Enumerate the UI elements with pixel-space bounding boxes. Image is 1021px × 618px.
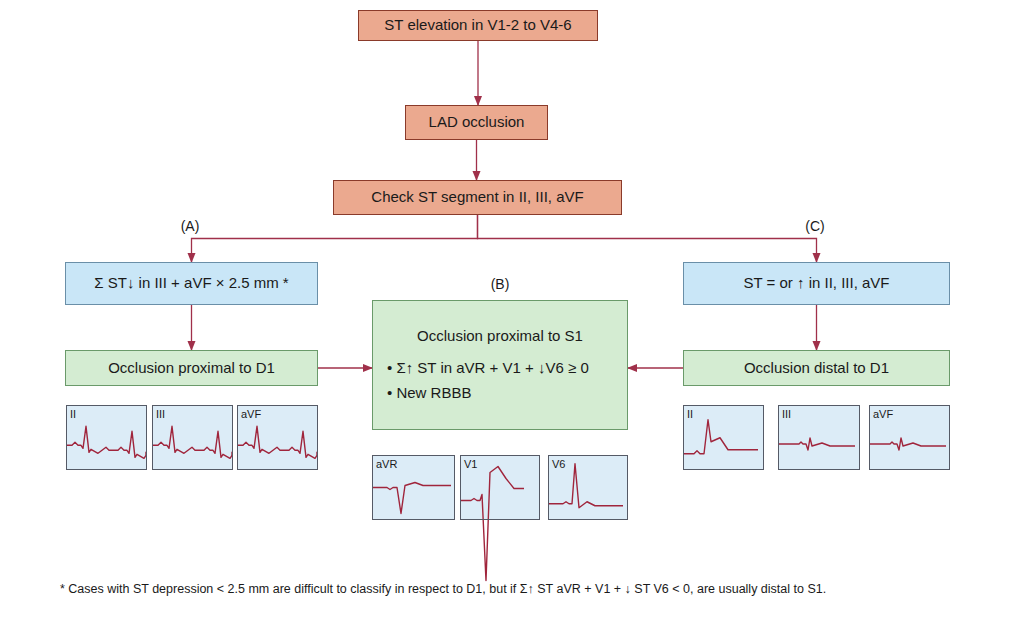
panel-fill — [778, 405, 860, 470]
ecg-trace — [870, 438, 946, 450]
lead-name: III — [782, 408, 791, 420]
ecg-trace — [373, 483, 451, 514]
ecg-panel: II — [683, 405, 764, 470]
ecg-panel: aVR — [372, 455, 455, 520]
panel-fill — [683, 405, 764, 470]
ecg-trace — [238, 426, 317, 458]
lead-name: aVF — [241, 408, 261, 420]
box-text: ST = or ↑ in II, III, aVF — [743, 274, 889, 293]
panel-fill — [460, 455, 540, 520]
ecg-panel: V6 — [548, 455, 628, 520]
branch-label: (C) — [805, 218, 824, 234]
result-box: Occlusion proximal to S1 • Σ↑ ST in aVR +… — [372, 300, 628, 430]
ecg-panel: III — [152, 405, 233, 470]
flow-arrow — [478, 215, 817, 262]
footnote: * Cases with ST depression < 2.5 mm are … — [60, 582, 826, 596]
flow-arrow — [476, 140, 477, 180]
ecg-panel: aVF — [237, 405, 318, 470]
box-text: LAD occlusion — [429, 113, 525, 132]
lead-name: II — [70, 408, 76, 420]
ecg-panel: III — [778, 405, 860, 470]
flow-arrow — [318, 367, 372, 368]
start-box: ST elevation in V1-2 to V4-6 — [358, 10, 598, 41]
box-text: Check ST segment in II, III, aVF — [371, 188, 583, 207]
flow-arrow — [191, 305, 192, 350]
ecg-trace — [153, 426, 232, 458]
ecg-trace — [779, 438, 855, 450]
flow-arrow — [816, 305, 817, 350]
flow-arrow — [628, 367, 683, 368]
process-box: LAD occlusion — [405, 105, 548, 140]
criterion-box: Σ ST↓ in III + aVF × 2.5 mm * — [65, 262, 318, 305]
lead-name: III — [156, 408, 165, 420]
ecg-panel: V1 — [460, 455, 540, 520]
panel-fill — [548, 455, 628, 520]
lead-name: V6 — [552, 458, 565, 470]
lead-name: V1 — [464, 458, 477, 470]
box-text: Occlusion distal to D1 — [744, 359, 889, 378]
panel-fill — [152, 405, 233, 470]
box-text: Σ ST↓ in III + aVF × 2.5 mm * — [94, 274, 288, 293]
ecg-trace — [461, 467, 524, 581]
process-box: Check ST segment in II, III, aVF — [333, 180, 622, 215]
box-text: Occlusion proximal to S1 — [417, 327, 583, 346]
box-text: • Σ↑ ST in aVR + V1 + ↓V6 ≥ 0 — [387, 359, 589, 378]
panel-fill — [869, 405, 950, 470]
panel-fill — [66, 405, 147, 470]
box-text: ST elevation in V1-2 to V4-6 — [384, 16, 571, 35]
ecg-trace — [684, 420, 758, 454]
box-text: • New RBBB — [387, 384, 471, 403]
lead-name: II — [687, 408, 693, 420]
ecg-panel: II — [66, 405, 147, 470]
panel-fill — [237, 405, 318, 470]
ecg-trace — [549, 464, 623, 508]
branch-label: (B) — [491, 276, 510, 292]
lead-name: aVF — [873, 408, 893, 420]
flow-arrow — [192, 215, 478, 262]
criterion-box: ST = or ↑ in II, III, aVF — [683, 262, 950, 305]
lead-name: aVR — [376, 458, 397, 470]
panel-fill — [372, 455, 455, 520]
box-text: Occlusion proximal to D1 — [108, 359, 275, 378]
result-box: Occlusion distal to D1 — [683, 350, 950, 386]
ecg-panel: aVF — [869, 405, 950, 470]
flow-arrow — [477, 41, 478, 105]
branch-label: (A) — [181, 218, 200, 234]
ecg-trace — [67, 426, 146, 458]
result-box: Occlusion proximal to D1 — [65, 350, 318, 386]
